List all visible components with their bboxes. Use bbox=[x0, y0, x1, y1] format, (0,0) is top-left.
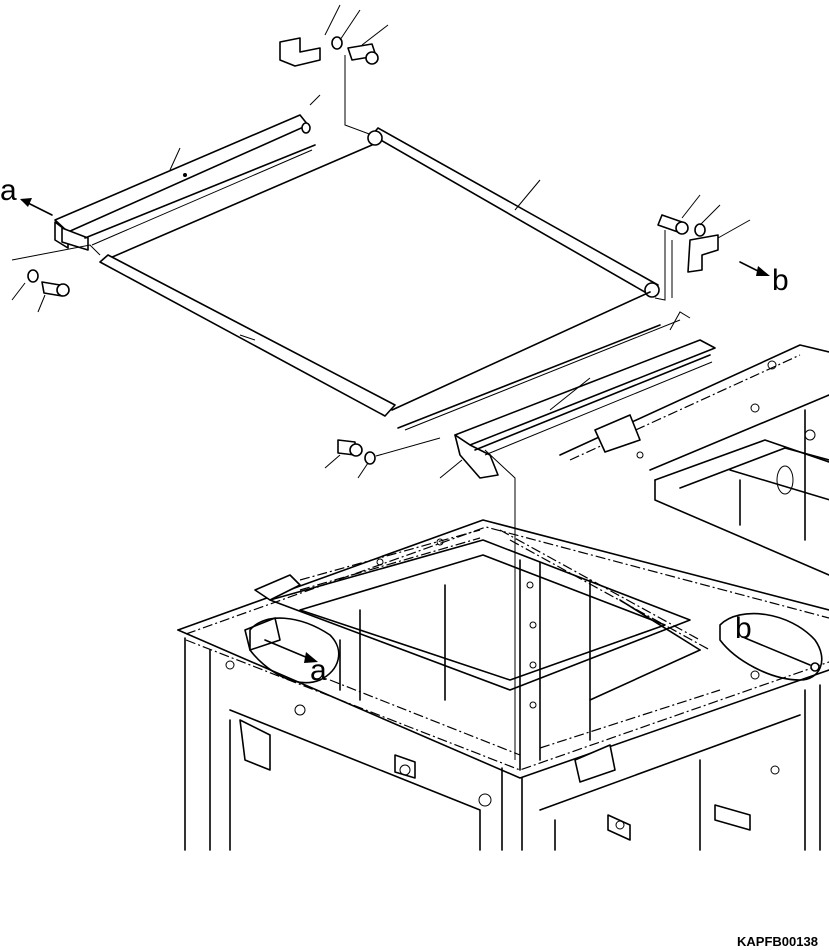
callout-b-top: b bbox=[772, 264, 789, 297]
right-rail bbox=[454, 339, 716, 446]
callout-a-top: a bbox=[0, 174, 17, 207]
roller-tube bbox=[371, 127, 659, 296]
roller-assembly bbox=[11, 4, 751, 760]
cab-frame bbox=[177, 344, 829, 851]
figure-code: KAPFB00138 bbox=[737, 934, 818, 949]
left-rail bbox=[54, 114, 309, 233]
right-bracket bbox=[687, 234, 719, 273]
callout-a-bottom: a bbox=[310, 654, 327, 687]
screen-bottom-bar bbox=[99, 254, 396, 417]
callout-b-bottom: b bbox=[735, 612, 752, 645]
top-bracket bbox=[279, 37, 321, 67]
callout-arrows bbox=[20, 198, 820, 672]
